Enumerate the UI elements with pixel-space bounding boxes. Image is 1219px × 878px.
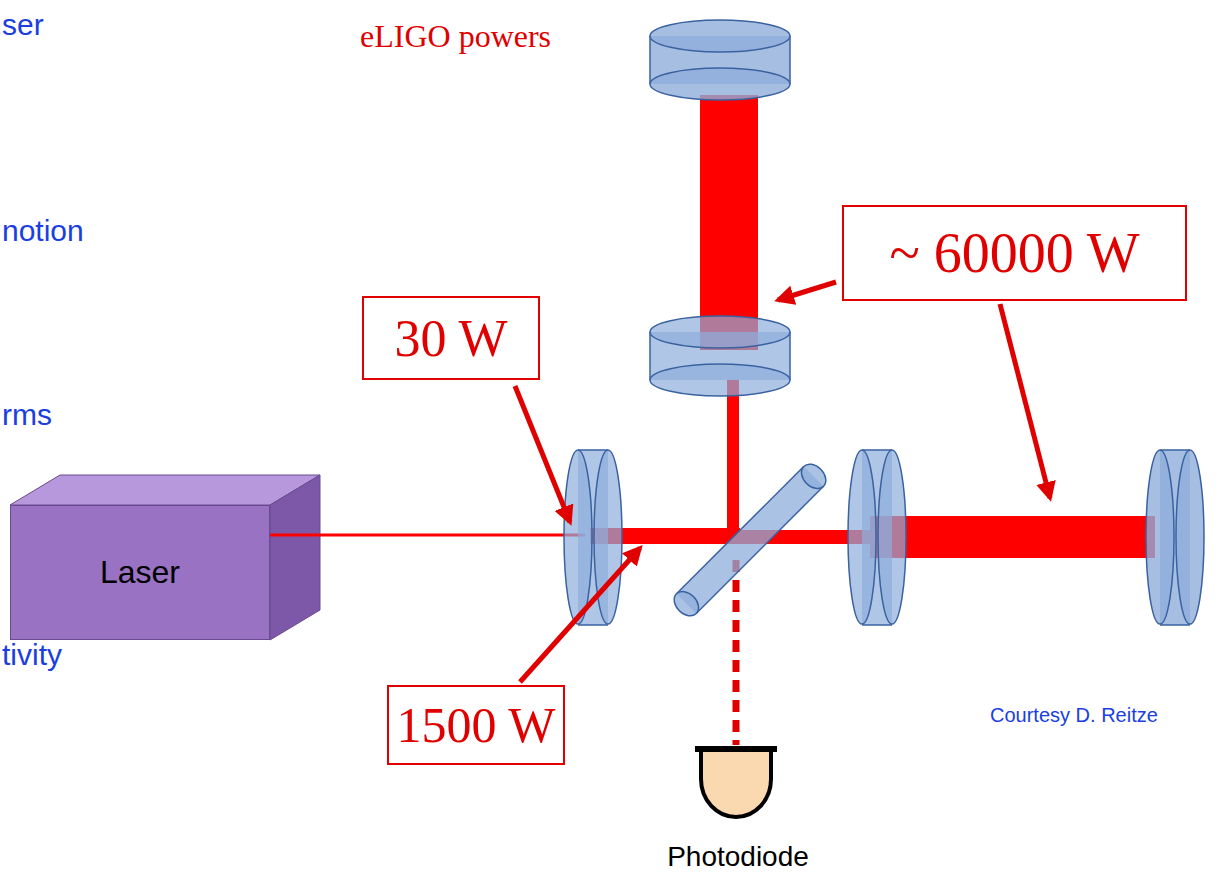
photodiode-symbol (663, 745, 813, 825)
photodiode: Photodiode (663, 745, 813, 873)
laser-top (10, 475, 320, 505)
cut-off-text: tivity (2, 638, 62, 672)
cut-off-text: notion (2, 214, 84, 248)
laser-box: Laser (10, 505, 270, 640)
end-mirror-x (1146, 450, 1204, 625)
input-mirror-x (848, 450, 906, 625)
vertical-arm-beam (700, 95, 758, 350)
power-callout: 30 W (362, 296, 540, 380)
diagram-title: eLIGO powers (360, 18, 551, 55)
power-value: ~ 60000 W (889, 221, 1139, 285)
cut-off-text: ser (2, 8, 44, 42)
input-beam (270, 534, 585, 537)
laser-side (270, 475, 320, 640)
input-mirror-y (650, 316, 790, 396)
power-callout: 1500 W (387, 685, 566, 765)
component-label: Photodiode (663, 841, 813, 873)
callout-arrow (515, 386, 570, 522)
arm-beam (870, 516, 1155, 558)
beamsplitter (669, 459, 830, 620)
photodiode-window (695, 746, 777, 752)
power-callout: ~ 60000 W (842, 205, 1187, 301)
cut-off-text: rms (2, 398, 52, 432)
power-value: 30 W (394, 309, 507, 368)
credit-note: Courtesy D. Reitze (990, 704, 1158, 727)
power-value: 1500 W (397, 696, 556, 754)
callout-arrow (1000, 304, 1050, 498)
callout-arrow (778, 282, 836, 300)
vertical-input-beam (727, 380, 739, 540)
laser-label: Laser (100, 554, 180, 591)
output-beam (733, 560, 740, 745)
photodiode-body (701, 749, 771, 817)
end-mirror-y (650, 20, 790, 100)
callout-arrow (520, 548, 640, 682)
